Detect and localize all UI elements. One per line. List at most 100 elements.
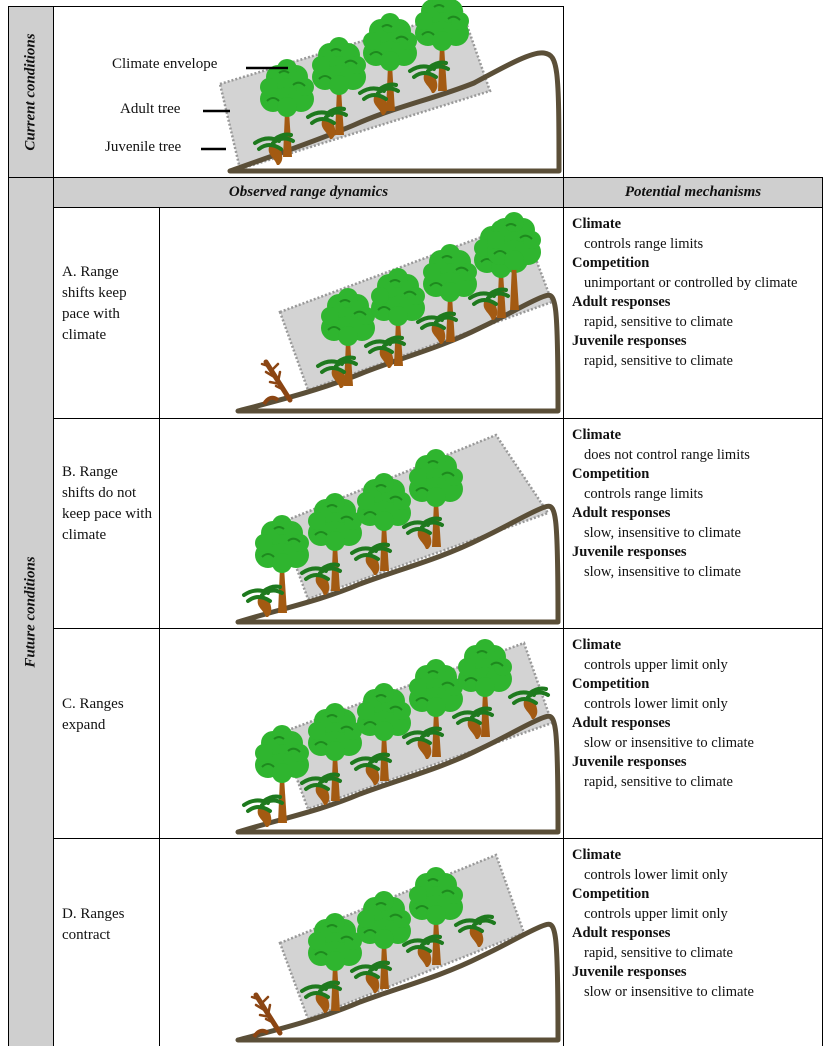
row-c-label: C. Ranges expand <box>62 696 124 733</box>
mech-title: Climate <box>572 847 622 863</box>
juvenile-tree <box>402 726 444 759</box>
mech-title: Climate <box>572 427 622 443</box>
mech-title: Adult responses <box>572 505 671 521</box>
row-c-diagram <box>160 629 563 838</box>
juvenile-tree <box>253 132 295 165</box>
mech-title: Juvenile responses <box>572 964 687 980</box>
juvenile-tree <box>454 914 496 947</box>
row-b-diagram <box>160 419 563 628</box>
mech-detail: does not control range limits <box>584 446 750 463</box>
potential-mechanisms-header: Potential mechanisms <box>564 178 822 207</box>
adult-tree <box>363 13 417 111</box>
row-a-mechanisms: Climate controls range limits Competitio… <box>572 215 820 371</box>
mech-detail: controls upper limit only <box>584 656 728 673</box>
adult-tree <box>409 659 463 757</box>
future-conditions-title: Future conditions <box>22 556 38 668</box>
mech-detail: slow or insensitive to climate <box>584 983 754 1000</box>
juvenile-tree <box>300 980 342 1013</box>
hillside-slope <box>235 713 561 835</box>
mech-title: Juvenile responses <box>572 544 687 560</box>
adult-tree <box>371 268 425 366</box>
row-b-label: B. Range shifts do not keep pace with cl… <box>62 464 152 543</box>
mech-title: Adult responses <box>572 715 671 731</box>
hillside-slope <box>235 292 561 414</box>
adult-tree <box>255 725 309 823</box>
dead-tree <box>260 359 293 406</box>
climate-envelope-label: Climate envelope <box>112 56 218 72</box>
juvenile-tree <box>350 960 392 993</box>
row-b-mechanisms: Climate does not control range limits Co… <box>572 426 820 582</box>
juvenile-tree <box>306 106 348 139</box>
juvenile-tree <box>402 934 444 967</box>
mech-detail: slow or insensitive to climate <box>584 734 754 751</box>
adult-tree <box>357 473 411 571</box>
mech-detail: controls upper limit only <box>584 905 728 922</box>
hillside-slope <box>227 50 562 174</box>
mech-title: Climate <box>572 216 622 232</box>
adult-tree <box>357 683 411 781</box>
juvenile-tree <box>316 355 358 388</box>
hillside-slope <box>235 921 561 1043</box>
juvenile-tree <box>402 516 444 549</box>
dead-tree <box>250 992 283 1039</box>
juvenile-tree <box>452 706 494 739</box>
juvenile-tree <box>242 584 284 617</box>
adult-tree <box>487 212 541 310</box>
juvenile-tree <box>350 752 392 785</box>
mech-detail: unimportant or controlled by climate <box>584 274 798 291</box>
mech-detail: slow, insensitive to climate <box>584 563 741 580</box>
adult-tree <box>423 244 477 342</box>
juvenile-tree-label: Juvenile tree <box>105 139 182 155</box>
adult-tree <box>357 891 411 989</box>
juvenile-tree <box>416 311 458 344</box>
mech-detail: slow, insensitive to climate <box>584 524 741 541</box>
mech-detail: controls range limits <box>584 235 704 252</box>
mech-detail: controls range limits <box>584 485 704 502</box>
adult-tree <box>260 59 314 157</box>
juvenile-tree <box>300 562 342 595</box>
current-conditions-bar: Current conditions <box>8 6 54 177</box>
observed-range-dynamics-header: Observed range dynamics <box>54 178 563 207</box>
adult-tree <box>255 515 309 613</box>
row-d-mechanisms: Climate controls lower limit only Compet… <box>572 846 820 1002</box>
mech-title: Competition <box>572 466 650 482</box>
mech-title: Competition <box>572 676 650 692</box>
mech-title: Juvenile responses <box>572 333 687 349</box>
mech-title: Climate <box>572 637 622 653</box>
mech-detail: controls lower limit only <box>584 866 728 883</box>
row-c-mechanisms: Climate controls upper limit only Compet… <box>572 636 820 792</box>
row-a-diagram <box>160 208 563 418</box>
adult-tree-label: Adult tree <box>120 101 181 117</box>
juvenile-tree <box>350 542 392 575</box>
adult-tree <box>409 449 463 547</box>
juvenile-tree <box>468 287 510 320</box>
mech-detail: rapid, sensitive to climate <box>584 352 733 369</box>
mech-detail: rapid, sensitive to climate <box>584 313 733 330</box>
juvenile-tree <box>408 60 450 93</box>
juvenile-tree <box>242 794 284 827</box>
future-conditions-bar: Future conditions <box>8 178 54 1046</box>
juvenile-tree <box>300 772 342 805</box>
climate-envelope <box>278 433 550 601</box>
adult-tree <box>321 288 375 386</box>
mech-detail: rapid, sensitive to climate <box>584 773 733 790</box>
mech-title: Adult responses <box>572 294 671 310</box>
adult-tree <box>308 493 362 591</box>
current-diagram: Climate envelope Adult tree Juvenile tre… <box>54 0 563 177</box>
row-a-label: A. Range shifts keep pace with climate <box>62 264 127 343</box>
mech-title: Juvenile responses <box>572 754 687 770</box>
row-d-label: D. Ranges contract <box>62 906 125 943</box>
juvenile-tree <box>508 686 550 719</box>
mech-detail: rapid, sensitive to climate <box>584 944 733 961</box>
mech-title: Competition <box>572 886 650 902</box>
hillside-slope <box>235 503 561 625</box>
mech-title: Competition <box>572 255 650 271</box>
adult-tree <box>415 0 469 91</box>
juvenile-tree <box>358 82 400 115</box>
row-d-diagram <box>160 839 563 1046</box>
current-slope-illustration <box>201 0 562 174</box>
current-conditions-title: Current conditions <box>22 32 38 151</box>
mech-title: Adult responses <box>572 925 671 941</box>
mech-detail: controls lower limit only <box>584 695 728 712</box>
adult-tree <box>458 639 512 737</box>
